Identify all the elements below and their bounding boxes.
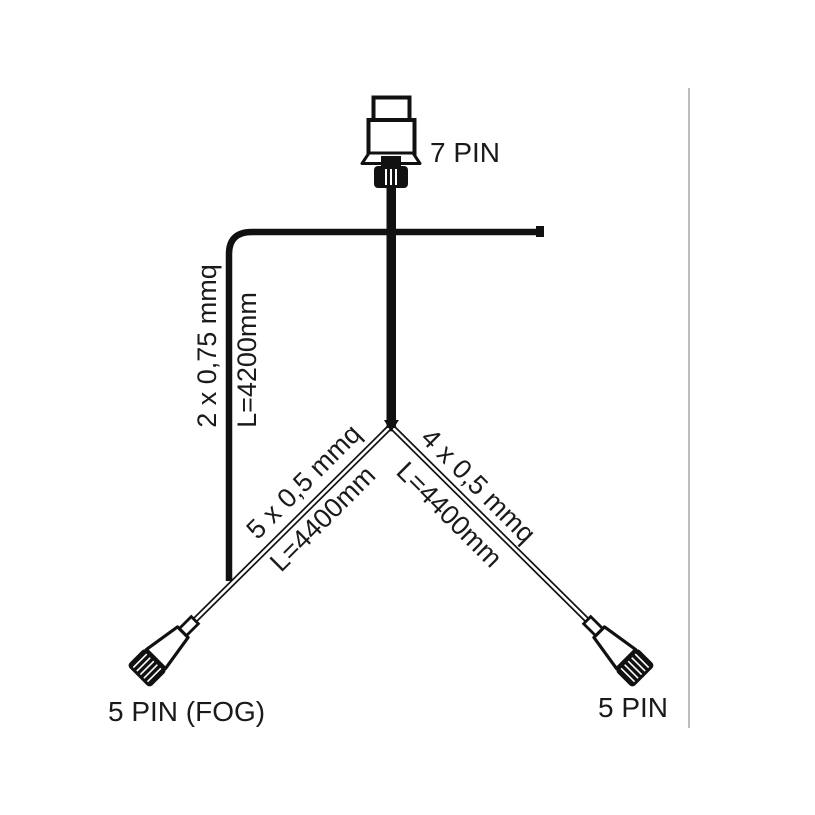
five-pin-connector [581,614,654,687]
five-pin-fog-body [144,625,190,671]
seven-pin-cap [371,95,412,123]
five-pin-fog-label: 5 PIN (FOG) [108,696,265,727]
branch-cable-line [225,228,543,581]
seven-pin-collar-ribs [385,169,397,185]
seven-pin-label: 7 PIN [430,137,500,168]
branch-cable-end-nub [536,226,544,237]
five-pin-label: 5 PIN [598,692,668,723]
five-pin-cap-ribs [620,653,650,683]
five-pin-body [592,625,638,671]
branch-cable-spec-label: 2 x 0,75 mmq [192,264,222,428]
right-diagonal-cable-inner [390,425,591,624]
branch-cable-length-label: L=4200mm [232,292,262,428]
five-pin-fog-cap-ribs [132,653,162,683]
left-diagonal-cable-inner [191,425,392,624]
seven-pin-connector [360,95,422,188]
five-pin-fog-connector [128,614,201,687]
seven-pin-body [366,118,417,156]
trunk-cable [386,184,396,428]
cable-junction [384,420,399,432]
